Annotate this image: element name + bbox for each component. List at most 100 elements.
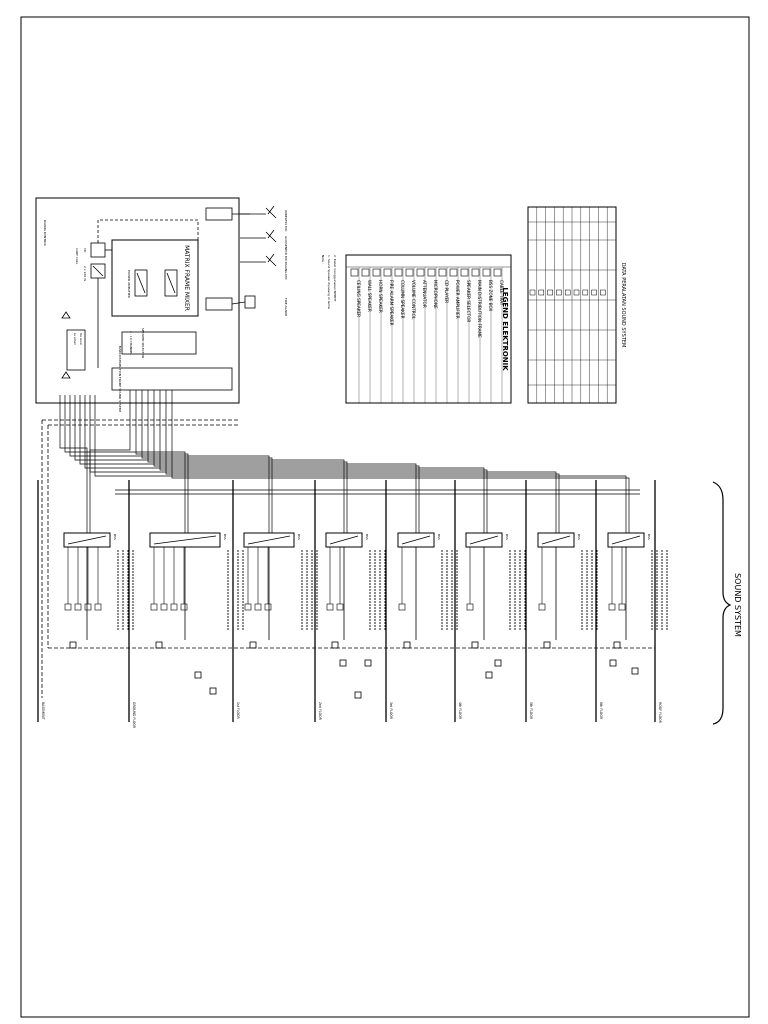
bss-label: BSS [365,534,369,540]
speaker-terminal [64,603,72,611]
bss-label: BSS [577,534,581,540]
svg-text:Note :: Note : [321,255,325,264]
speaker-terminal [180,603,188,611]
matrix-mixer-title: MATRIX FRAME MIXER [183,245,190,311]
speaker-terminal [608,603,616,611]
bss-label: BSS [437,534,441,540]
volume-control [69,641,77,649]
speaker-terminal [160,603,168,611]
speaker-terminal [84,603,92,611]
floor-label: 5th FLOOR [529,702,533,720]
floor-label: 1st FLOOR [236,702,240,719]
volume-control [613,641,621,649]
volume-control [339,659,347,667]
svg-text:FIRE ALARM: FIRE ALARM [284,298,288,316]
matrix-mixer-box [111,239,199,317]
speaker-selector-channel: 4 - 10 CHANNEL [129,331,133,355]
legend-symbol [493,268,502,277]
speaker-selector-label: SPEAKER SELECTOR [141,328,145,358]
speaker-terminal [170,603,178,611]
volume-control [543,641,551,649]
speaker-terminal [264,603,272,611]
zone-group: BSS [149,532,244,649]
page-border [20,16,750,1018]
zone-group: BSS [325,532,386,649]
svg-text:1. Sound Speaker dipasang di l: 1. Sound Speaker dipasang di lantai [327,255,331,309]
floor-label: 6th FLOOR [599,702,603,720]
speaker-terminal [254,603,262,611]
legend-item: COLUMN SPEAKER [400,280,405,319]
signal-bus [41,419,655,698]
legend-item: CEILING SPEAKER [356,280,361,317]
legend-block: LEGEND ELEKTRONIK CEILING SPEAKER WALL SP… [345,254,512,404]
page-title: SOUND SYSTEM [733,573,742,637]
volume-control [331,641,339,649]
zone-group: BSS [537,532,598,649]
bss-label: BSS [505,534,509,540]
floor-label: GROUND FLOOR [132,702,136,729]
main-distribution-label: MAIN DISTRIBUTION FRAME SOUND SYSTEM [118,346,122,413]
legend-symbol [482,268,491,277]
legend-item: SPEAKER SELECTOR [466,280,471,322]
legend-symbol [471,268,480,277]
speaker-terminal [326,603,334,611]
main-distribution-box [111,367,233,391]
floor-label: BASEMENT [41,702,45,720]
legend-symbol [438,268,447,277]
svg-text:fire alarm: fire alarm [79,333,83,346]
volume-control [354,691,362,699]
bss-label: BSS [297,534,301,540]
legend-item: POWER AMPLIFIER [455,280,460,319]
legend-symbol [416,268,425,277]
speaker-terminal [336,603,344,611]
cd-label: CD [83,248,87,253]
legend-item: VOLUME CONTROL [411,280,416,320]
volume-control [209,687,217,695]
speaker-terminal [74,603,82,611]
zone-group: BSS [465,532,526,649]
bss-label: BSS [223,534,227,540]
svg-text:2. Kabel menggunakan NYMHY: 2. Kabel menggunakan NYMHY [333,255,337,302]
floor-lines: BASEMENT GROUND FLOOR 1st FLOOR 2nd FLOOR 3r… [37,480,662,729]
legend-symbol [372,268,381,277]
control-room-block: MATRIX FRAME MIXER POWER AMPLIFIER SPEAK… [35,197,288,413]
legend-symbol [427,268,436,277]
bss-label: BSS [647,534,651,540]
volume-control [155,641,163,649]
speaker-terminal [398,603,406,611]
volume-control [249,641,257,649]
cart-call-label: CART CALL [75,248,79,265]
speaker-terminal [94,603,102,611]
legend-symbol [394,268,403,277]
legend-item: FIRE ALARM SPEAKER [389,280,394,326]
volume-control [494,659,502,667]
floor-label: 3rd FLOOR [389,702,393,720]
legend-item: BSS ZONE BOX [488,280,493,312]
data-table: DATA PERALATAN SOUND SYSTEM [527,206,626,404]
floor-label: 2nd FLOOR [318,702,322,721]
legend-symbol [361,268,370,277]
svg-text:PAGING MIC: PAGING MIC [284,262,288,280]
riser-cables [59,390,640,533]
volume-control [609,659,617,667]
speaker-terminal [466,603,474,611]
volume-control [471,641,479,649]
volume-control [194,671,202,679]
speaker-selector-box [121,331,197,355]
power-label: 2 x 240 W [83,266,87,281]
legend-item: HORN SPEAKER [378,280,383,313]
legend-item: WALL SPEAKER [367,280,372,312]
legend-symbol [449,268,458,277]
svg-text:WIRELESS MIC: WIRELESS MIC [284,210,288,232]
svg-text:GOOSENECK MIC: GOOSENECK MIC [284,236,288,262]
volume-control [631,667,639,675]
volume-control [364,659,372,667]
legend-item: CABLE TRAY [499,280,504,306]
legend-symbol [350,268,359,277]
speaker-terminal [244,603,252,611]
legend-item: MICROPHONE [433,280,438,309]
legend-title: LEGEND ELEKTRONIK [501,287,509,371]
